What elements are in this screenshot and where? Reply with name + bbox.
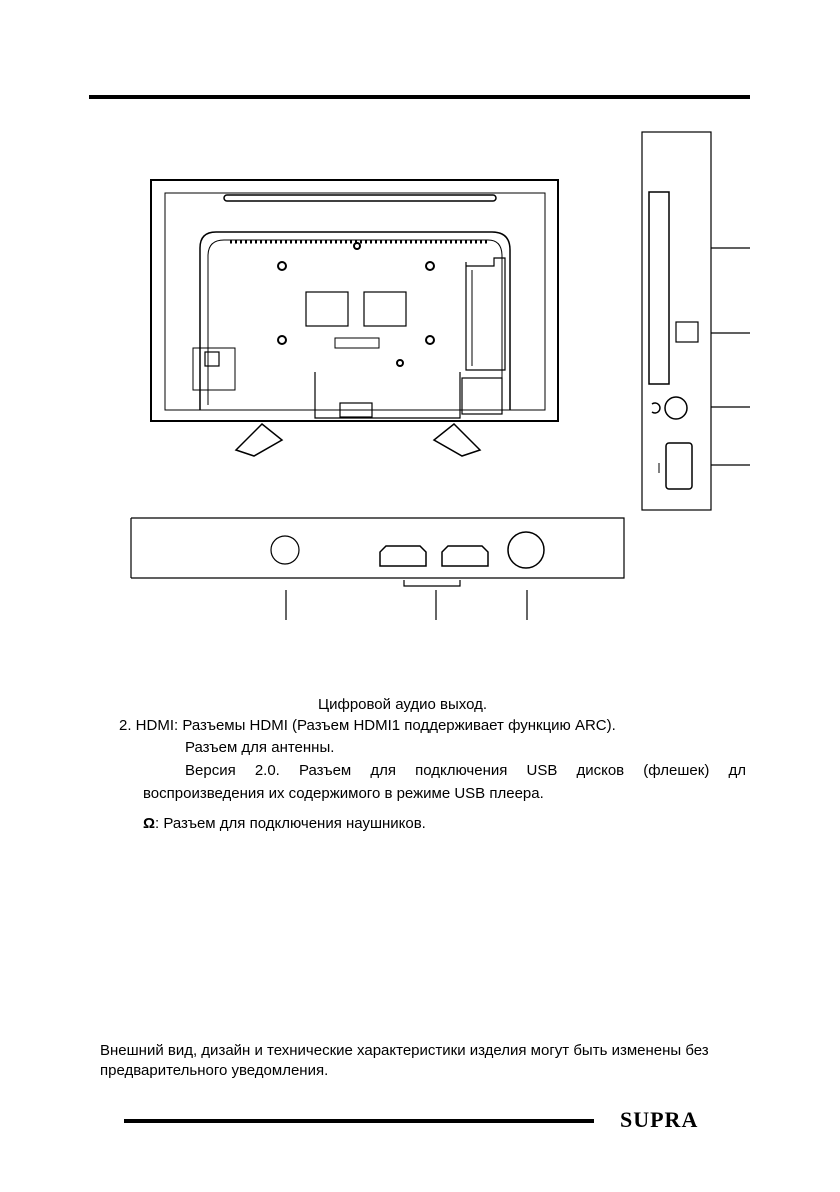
disclaimer-line-2: предварительного уведомления. [100, 1062, 329, 1079]
item-4-line: Версия 2.0. Разъем для подключения USB д… [185, 762, 746, 780]
item-4-word: дисков [576, 762, 625, 779]
tv-frame [150, 179, 559, 422]
item-4-word: Версия [185, 762, 236, 779]
item-4-word: Разъем [298, 762, 352, 779]
item-1-text: Цифровой аудио выход. [318, 696, 488, 713]
headphone-icon: Ω [143, 815, 156, 832]
footer-rule [124, 1119, 594, 1123]
brand-logo: SUPRA [620, 1107, 699, 1132]
item-2-text: 2. HDMI: Разъемы HDMI (Разъем HDMI1 подд… [119, 717, 616, 734]
item-4-word: 2.0. [254, 762, 280, 779]
item-4-word: подключения [415, 762, 508, 779]
bottom-panel [131, 517, 625, 579]
tv-rear-illustration [130, 131, 750, 620]
item-4-word: USB [526, 762, 558, 779]
side-panel [641, 131, 712, 511]
item-5-line: Ω: Разъем для подключения наушников. [143, 815, 426, 833]
item-4-word: для [370, 762, 397, 779]
item-4-word: (флешек) [643, 762, 710, 779]
disclaimer-line-1: Внешний вид, дизайн и технические характ… [100, 1042, 709, 1059]
header-rule [89, 95, 750, 99]
item-4-word: дл [728, 762, 746, 779]
item-3-text: Разъем для антенны. [185, 739, 335, 756]
item-4-continuation: воспроизведения их содержимого в режиме … [143, 785, 544, 802]
item-5-text: : Разъем для подключения наушников. [155, 815, 426, 832]
